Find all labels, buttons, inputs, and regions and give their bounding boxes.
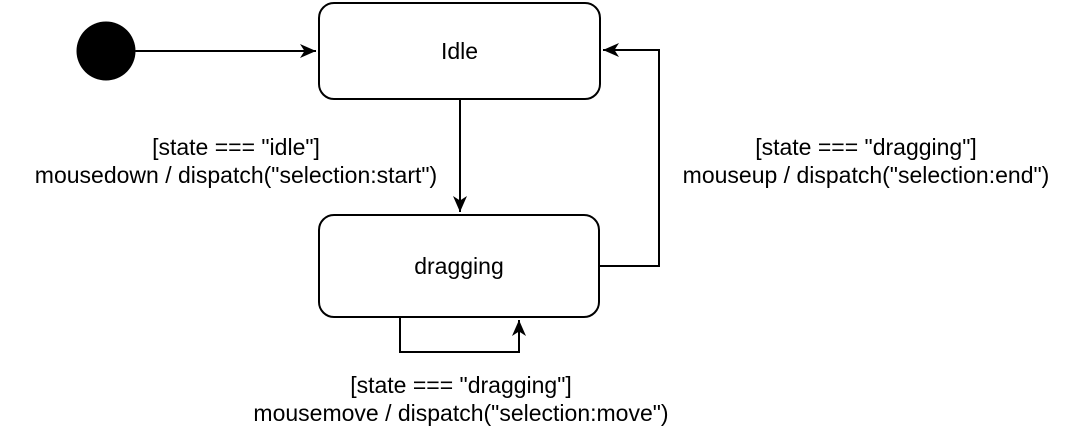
initial-state-icon xyxy=(76,21,136,81)
state-node-idle xyxy=(318,2,601,100)
transition-dragging-self-loop-arrow xyxy=(399,317,526,353)
transition-dragging-to-idle-arrow xyxy=(600,43,660,267)
state-node-dragging xyxy=(318,214,600,318)
